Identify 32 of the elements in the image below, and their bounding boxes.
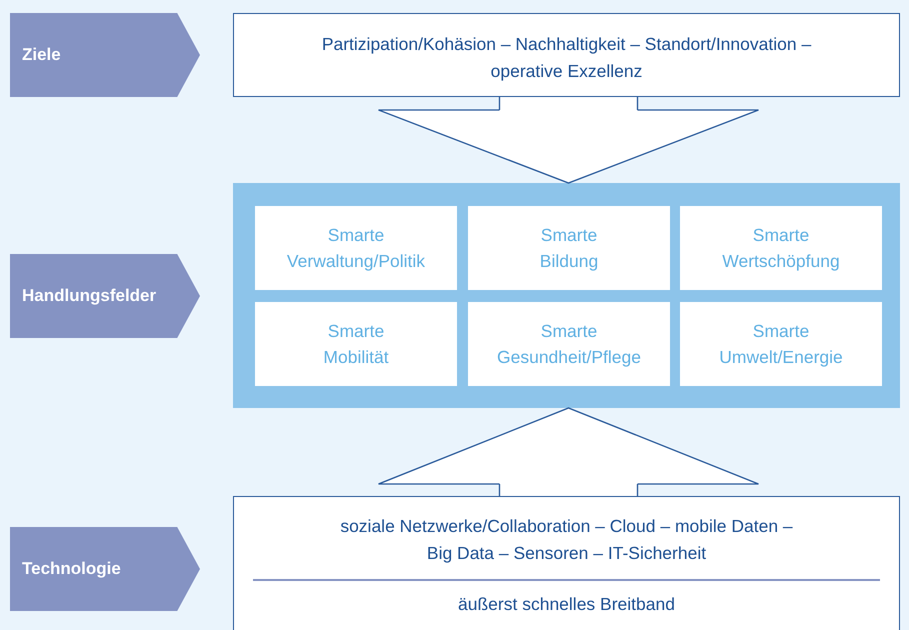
category-label: Handlungsfelder [22, 286, 156, 306]
content-box [233, 496, 900, 630]
field-card [468, 206, 670, 290]
field-label: Verwaltung/Politik [286, 250, 426, 273]
content-text: soziale Netzwerke/Collaboration – Cloud – mobile Daten – Big Data – Sensoren – IT-Sicherheit [339, 515, 794, 565]
chevron-label [10, 254, 200, 338]
chevron-label [10, 13, 200, 97]
field-card [468, 302, 670, 386]
field-label: Bildung [540, 250, 598, 273]
field-label: Smarte [540, 320, 598, 343]
field-label: Wertschöpfung [722, 250, 840, 273]
field-label: Smarte [540, 224, 598, 247]
field-card [255, 302, 457, 386]
field-card [680, 206, 882, 290]
field-label: Gesundheit/Pflege [497, 346, 641, 369]
field-label: Smarte [752, 224, 810, 247]
field-label: Mobilität [323, 346, 389, 369]
chevron-label [10, 527, 200, 611]
panel-background [233, 183, 900, 408]
content-text: Partizipation/Kohäsion – Nachhaltigkeit – Standort/Innovation – operative Exzellenz [320, 33, 812, 83]
field-label: Smarte [752, 320, 810, 343]
content-box [233, 13, 900, 97]
field-label: Umwelt/Energie [719, 346, 843, 369]
content-text: äußerst schnelles Breitband [458, 592, 675, 616]
category-label: Ziele [22, 45, 61, 65]
field-card [680, 302, 882, 386]
field-label: Smarte [328, 320, 384, 343]
field-card [255, 206, 457, 290]
block-arrow [378, 96, 759, 184]
field-label: Smarte [328, 224, 384, 247]
block-arrow [378, 407, 759, 496]
category-label: Technologie [22, 559, 121, 579]
